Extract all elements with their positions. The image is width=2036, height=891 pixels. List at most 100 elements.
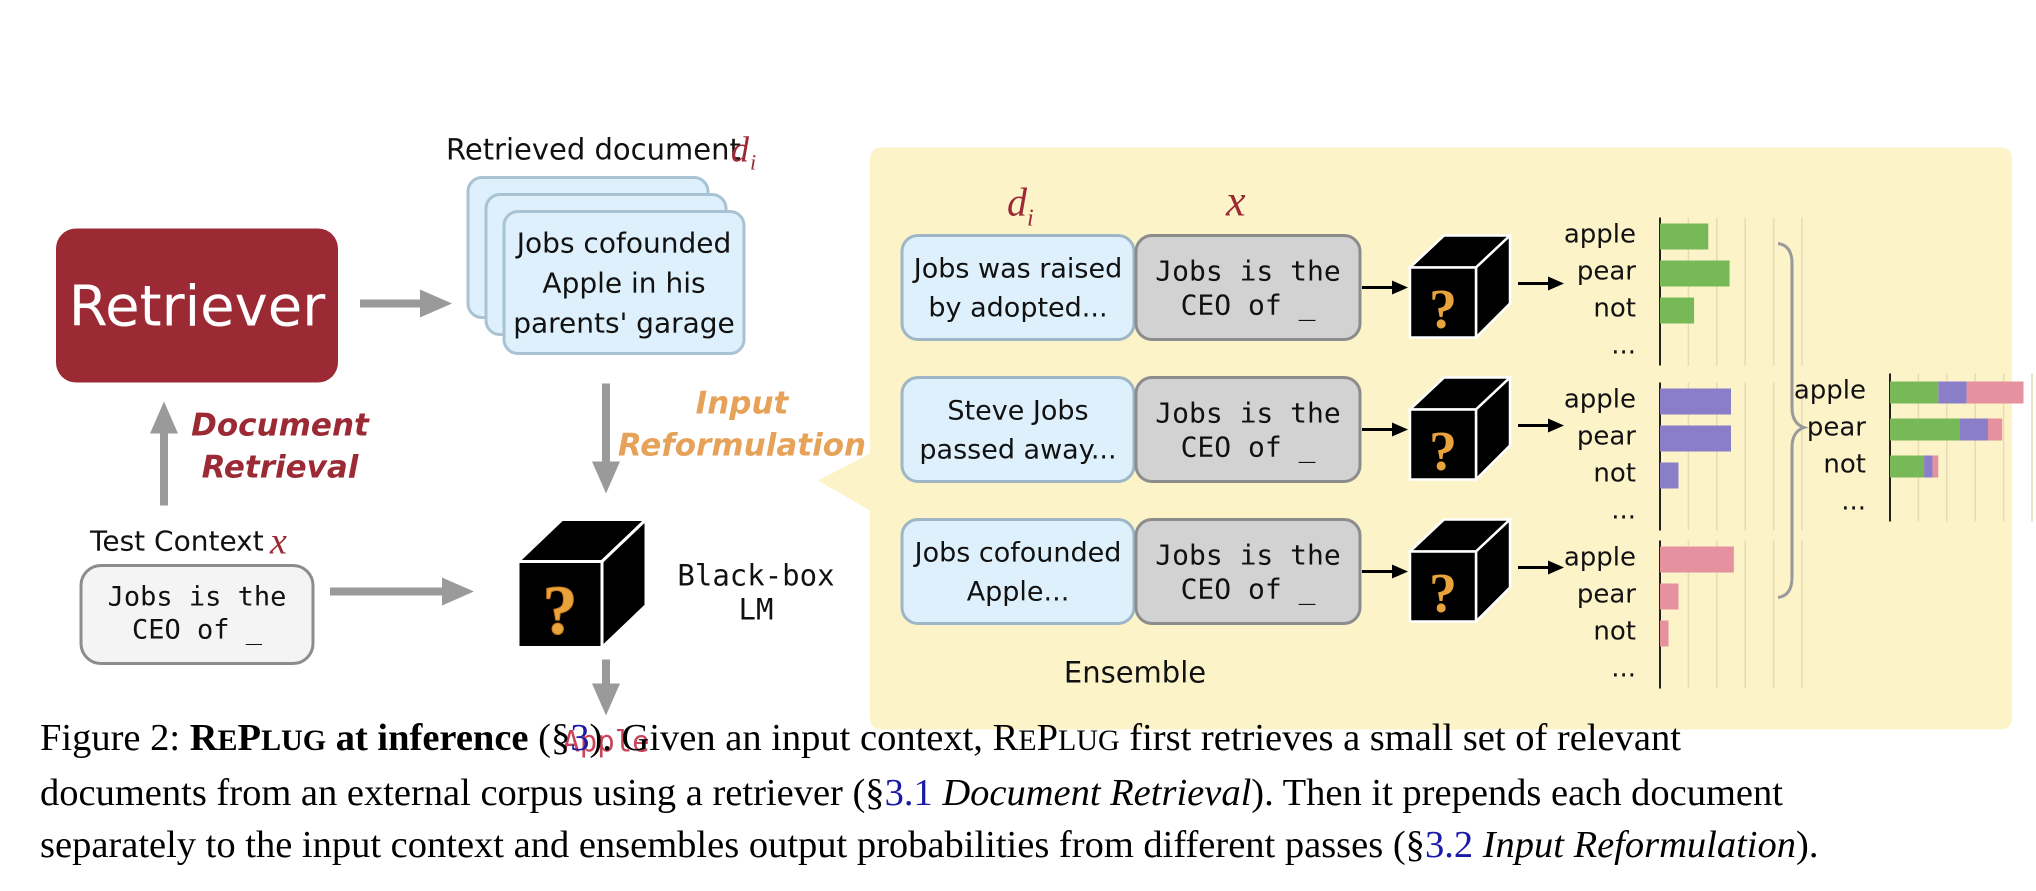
pass-doc-line: Jobs cofounded <box>913 538 1122 569</box>
doc-var-sub: i <box>750 150 756 175</box>
pass-doc-box <box>900 234 1136 341</box>
caption-line-2: documents from an external corpus using … <box>40 772 1783 814</box>
pass-doc-box <box>900 376 1136 483</box>
pass-arrowhead <box>1392 564 1408 579</box>
retrieved-document-label: Retrieved document <box>446 133 741 167</box>
ensemble-label: Ensemble <box>1064 656 1206 690</box>
question-mark-icon: ? <box>543 573 578 650</box>
document-retrieval-label: Document Retrieval <box>191 408 370 486</box>
chart-4: apple pear not... <box>1794 373 2033 522</box>
chart-bar-segment <box>1987 418 2003 441</box>
svg-text:Reformulation: Reformulation <box>618 428 866 464</box>
chart-bar-segment <box>1890 455 1925 478</box>
caption-line-3: separately to the input context and ense… <box>40 824 1819 866</box>
pass-context-box <box>1134 518 1362 625</box>
pass-context-line: Jobs is the <box>1155 397 1340 430</box>
svg-text:CEO of _: CEO of _ <box>132 615 263 646</box>
chart-category-label: pear <box>1577 580 1636 610</box>
retrieved-doc-line-1: Jobs cofounded <box>515 227 731 260</box>
header-d-sub: i <box>1027 206 1034 232</box>
pass-doc-line: Jobs was raised <box>912 254 1123 285</box>
retrieved-document-heading: Retrieved document d i <box>446 130 756 175</box>
chart-input-arrowhead <box>1548 418 1564 433</box>
svg-text:Retrieved document: Retrieved document <box>446 133 741 167</box>
pass-arrowhead <box>1392 280 1408 295</box>
arrow-context-to-lm <box>330 577 474 606</box>
chart-bar-segment <box>1959 418 1988 441</box>
chart-bar-segment <box>1938 381 1967 404</box>
ensemble-brace <box>1777 242 1809 599</box>
test-context-var: x <box>269 521 287 563</box>
caption-line-1: Figure 2: REPLUG at inference (§3). Give… <box>40 717 1681 759</box>
pass-context-line: CEO of _ <box>1181 289 1316 323</box>
chart-bar <box>1660 583 1679 610</box>
arrow-retriever-to-docs <box>360 289 452 318</box>
chart-input-arrowhead <box>1548 276 1564 291</box>
retrieved-doc-line-2: Apple in his <box>542 267 705 300</box>
pass-context-line: CEO of _ <box>1181 573 1316 607</box>
svg-text:Jobs is the: Jobs is the <box>108 582 287 613</box>
chart-input-arrowhead <box>1548 560 1564 575</box>
chart-category-label: ... <box>1611 496 1636 526</box>
doc-var-d: d <box>731 130 750 170</box>
svg-text:Document: Document <box>191 408 370 444</box>
chart-category-label: ... <box>1611 654 1636 684</box>
retrieved-doc-line-3: parents' garage <box>513 307 735 340</box>
svg-text:Retrieval: Retrieval <box>202 450 359 486</box>
pass-blackbox-cube: ? <box>1406 516 1514 625</box>
pass-doc-line: passed away... <box>919 435 1116 466</box>
question-mark-icon: ? <box>1429 279 1457 341</box>
output-apple: Apple <box>562 725 649 759</box>
question-mark-icon: ? <box>1429 563 1457 625</box>
retriever-box: Retriever <box>56 228 338 383</box>
pass-context-line: CEO of _ <box>1181 431 1316 465</box>
chart-category-label: apple <box>1794 376 1866 406</box>
chart-3: applepearnot... <box>1518 540 1803 689</box>
figure-caption: Figure 2: REPLUG at inference (§3). Give… <box>40 712 2002 871</box>
chart-bar-segment <box>1890 418 1960 441</box>
pass-doc-line: Steve Jobs <box>947 396 1088 427</box>
chart-bar <box>1660 462 1679 489</box>
arrow-docs-to-lm <box>592 383 620 494</box>
chart-bar <box>1660 260 1730 287</box>
svg-text:Black-box: Black-box <box>677 559 834 593</box>
chart-1: applepearnot... <box>1518 217 1803 366</box>
ensemble-column-headers: d i x <box>1007 177 1246 232</box>
chart-category-label: apple <box>1564 220 1636 250</box>
header-x: x <box>1225 177 1246 226</box>
chart-bar-segment <box>1890 381 1939 404</box>
pass-context-box <box>1134 234 1362 341</box>
chart-bar <box>1660 223 1709 250</box>
chart-category-label: pear <box>1577 422 1636 452</box>
chart-category-label: ... <box>1841 487 1866 517</box>
chart-bar-segment <box>1932 455 1939 478</box>
header-d: d <box>1007 180 1028 225</box>
probability-charts: applepearnot...applepearnot...applepearn… <box>1518 217 2033 689</box>
chart-category-label: pear <box>1807 413 1866 443</box>
pass-blackbox-cube: ? <box>1406 232 1514 341</box>
blackbox-lm-label: Black-box LM <box>677 559 834 627</box>
chart-bar-segment <box>1924 455 1933 478</box>
pass-blackbox-cube: ? <box>1406 374 1514 483</box>
input-reformulation-label: Input Reformulation <box>618 386 866 464</box>
chart-bar <box>1660 388 1731 415</box>
blackbox-lm-cube: ? <box>514 515 650 652</box>
pass-doc-line: Apple... <box>967 577 1070 608</box>
pass-context-box <box>1134 376 1362 483</box>
svg-text:LM: LM <box>739 593 774 627</box>
chart-bar <box>1660 546 1734 573</box>
chart-category-label: not <box>1823 450 1866 480</box>
chart-category-label: not <box>1593 459 1636 489</box>
svg-text:Input: Input <box>696 386 790 422</box>
chart-category-label: pear <box>1577 257 1636 287</box>
chart-category-label: not <box>1593 617 1636 647</box>
test-context: Test Context x Jobs is the CEO of _ <box>79 521 315 665</box>
test-context-label: Test Context <box>89 525 264 558</box>
pass-context-line: Jobs is the <box>1155 255 1340 288</box>
arrow-context-to-retriever <box>150 401 178 506</box>
chart-category-label: not <box>1593 294 1636 324</box>
chart-bar <box>1660 425 1731 452</box>
